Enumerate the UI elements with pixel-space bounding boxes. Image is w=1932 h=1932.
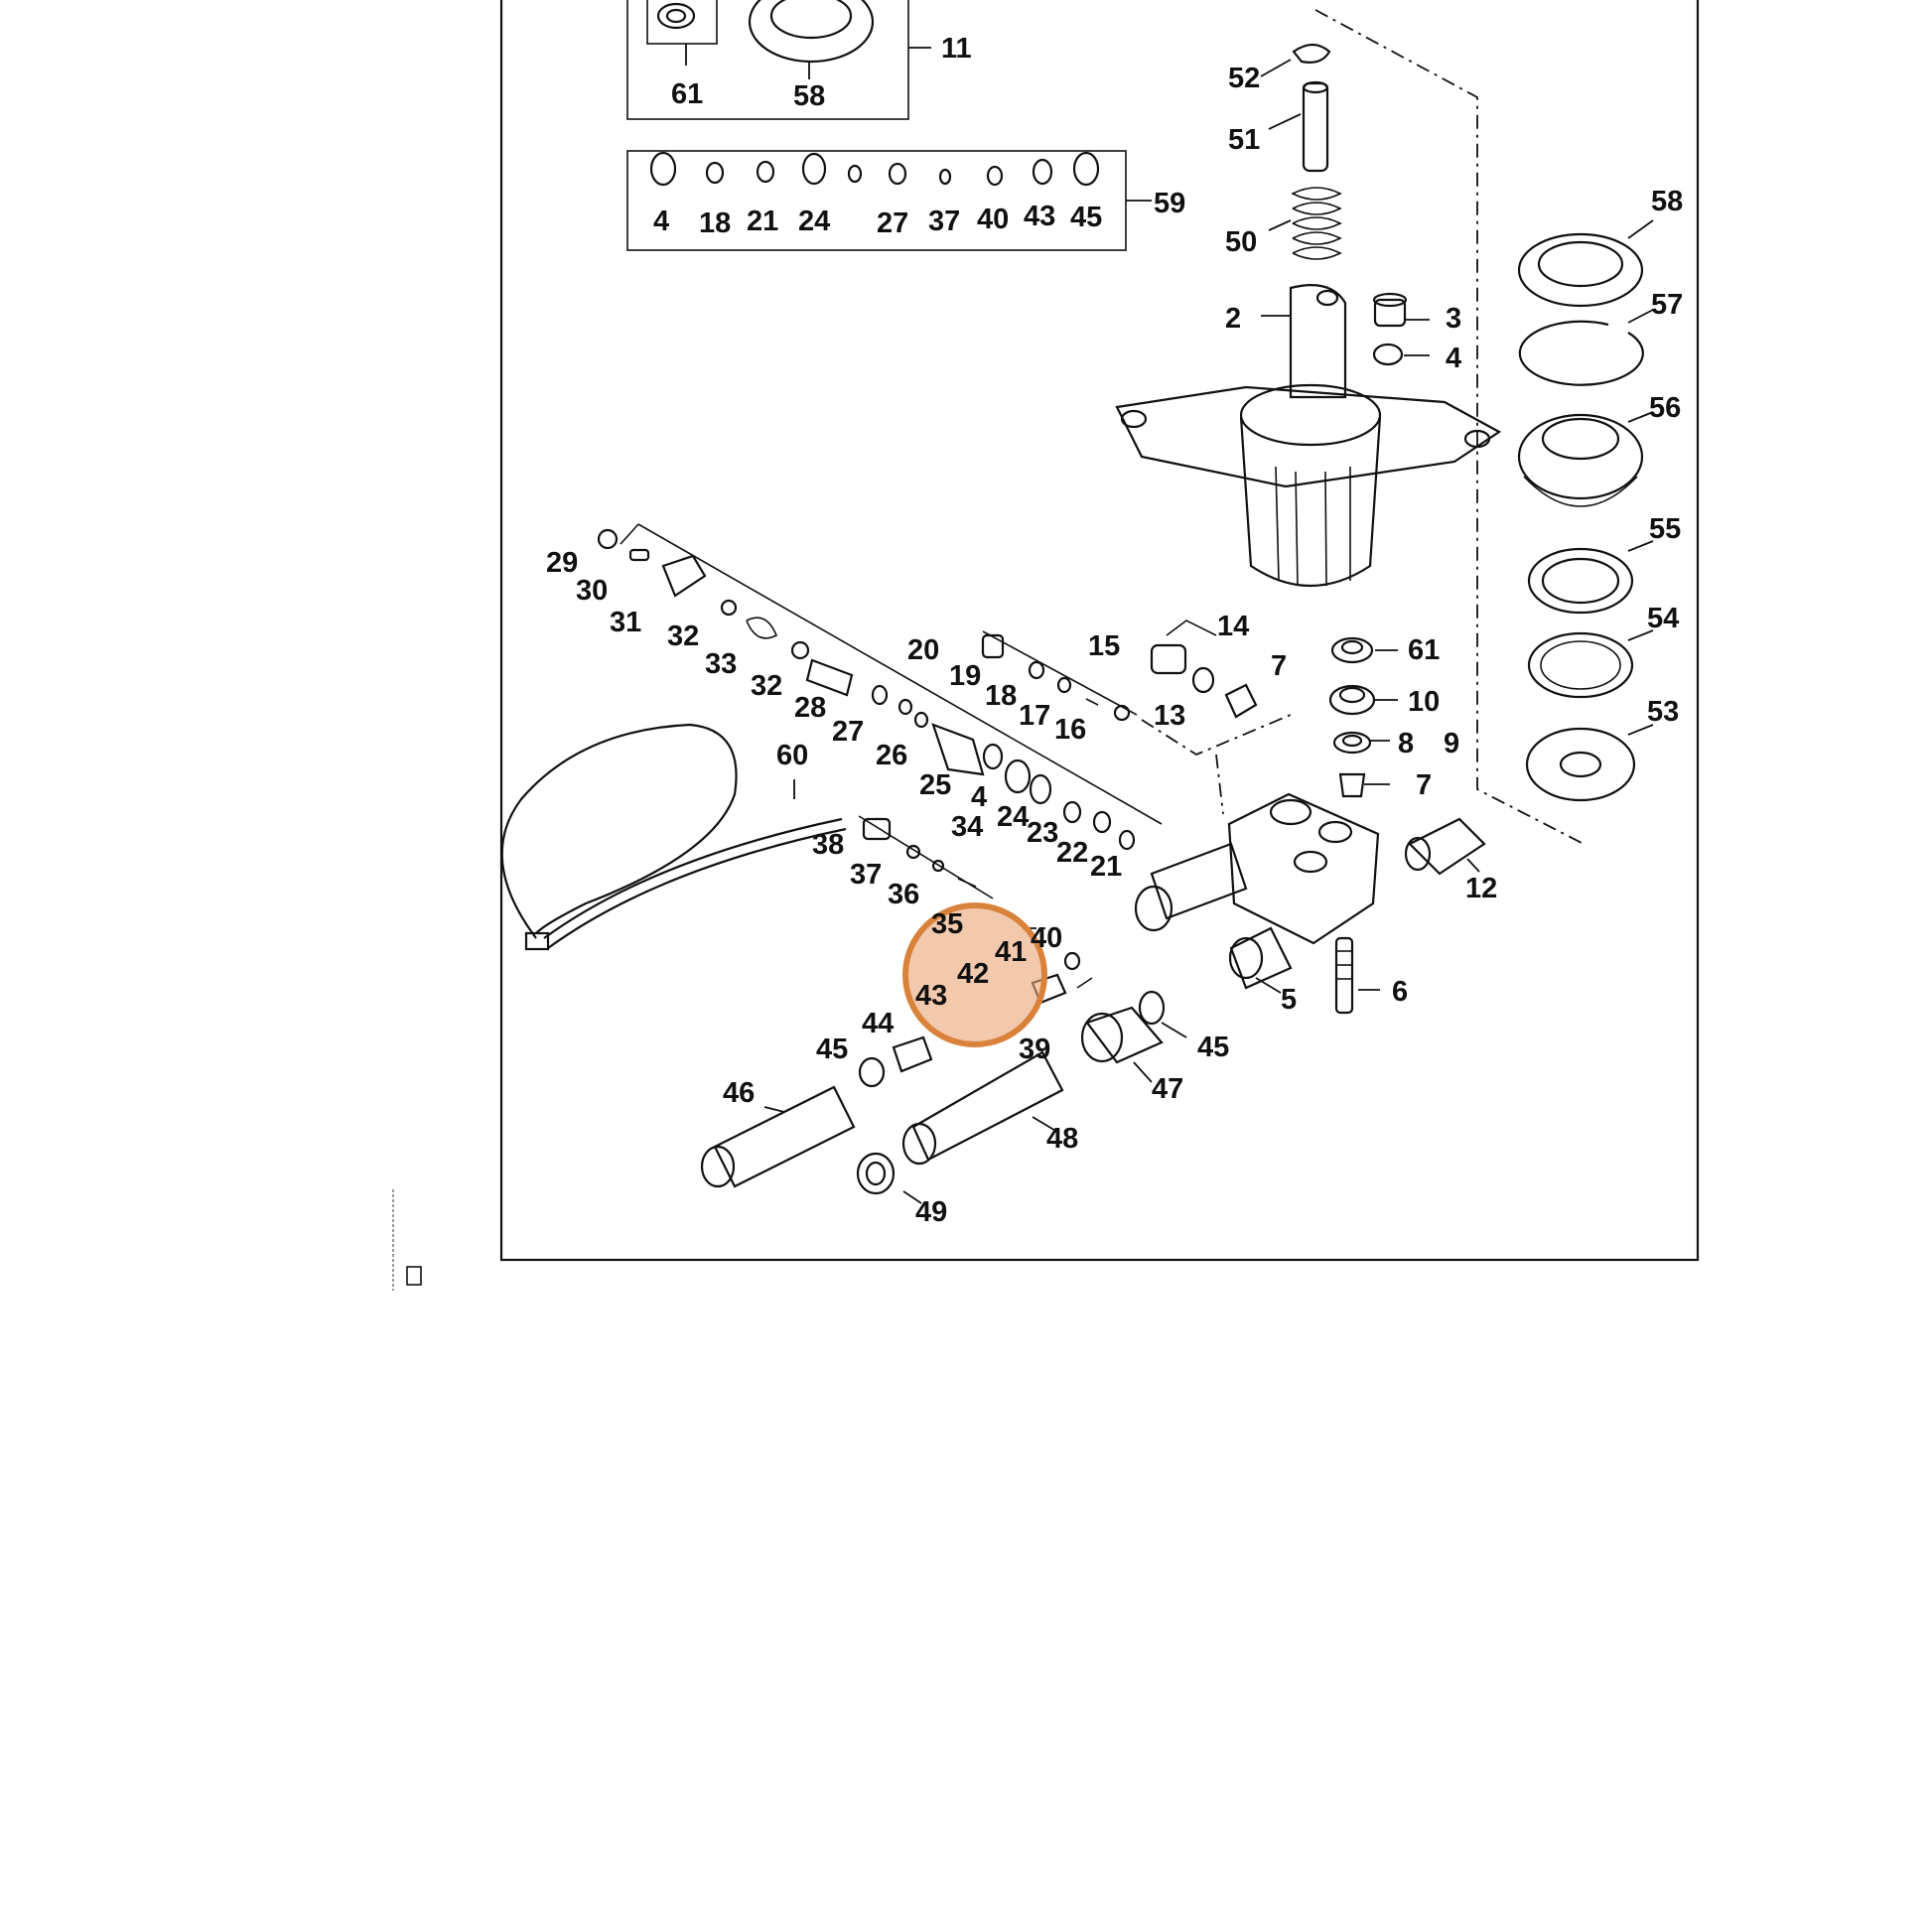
highlight-marker-part-42[interactable]	[902, 902, 1047, 1047]
kit-box-o-rings	[626, 150, 1152, 251]
callout-43: 43	[915, 980, 947, 1012]
callout-38: 38	[812, 829, 844, 861]
callout-54: 54	[1647, 603, 1679, 634]
callout-46: 46	[723, 1077, 755, 1109]
callout-8: 8	[1398, 728, 1414, 759]
callout-45: 45	[816, 1034, 848, 1065]
callout-43: 43	[1024, 201, 1055, 232]
callout-19: 19	[949, 660, 981, 692]
callout-61: 61	[671, 78, 703, 110]
callout-26: 26	[876, 740, 907, 771]
outlet-fitting-and-bolt	[1334, 817, 1486, 1015]
callout-32: 32	[751, 670, 782, 702]
unloader-valve-assembly	[597, 523, 1163, 851]
callout-labels: 11 61 58 4 18 21 24 27 37 40 43 45 59 52…	[546, 33, 1683, 1228]
callout-24: 24	[997, 801, 1029, 833]
kit-box-seals	[626, 0, 931, 120]
pump-housing	[1115, 284, 1502, 588]
callout-17: 17	[1019, 700, 1050, 732]
callout-23: 23	[1027, 817, 1058, 849]
callout-27: 27	[877, 207, 908, 239]
callout-56: 56	[1649, 392, 1681, 424]
callout-7: 7	[1271, 650, 1287, 682]
callout-5: 5	[1281, 984, 1297, 1016]
callout-31: 31	[610, 607, 641, 638]
callout-4: 4	[653, 206, 669, 237]
wand-connector-parts	[700, 990, 1166, 1195]
callout-51: 51	[1228, 124, 1260, 156]
callout-40: 40	[1031, 922, 1062, 954]
callout-3: 3	[1446, 303, 1461, 335]
callout-48: 48	[1046, 1123, 1078, 1155]
callout-11: 11	[941, 33, 972, 65]
callout-45: 45	[1197, 1032, 1229, 1063]
callout-36: 36	[888, 879, 919, 910]
callout-40: 40	[977, 204, 1009, 235]
callout-4: 4	[1446, 343, 1461, 374]
diagram-frame	[499, 0, 1700, 1262]
drawing-reference-stamp	[392, 1189, 422, 1291]
callout-18: 18	[985, 680, 1017, 712]
callout-10: 10	[1408, 686, 1440, 718]
callout-55: 55	[1649, 513, 1681, 545]
callout-9: 9	[1444, 728, 1459, 759]
callout-53: 53	[1647, 696, 1679, 728]
seal-retainer-stack	[1517, 232, 1644, 802]
callout-39: 39	[1019, 1034, 1050, 1065]
callout-25: 25	[919, 769, 951, 801]
callout-20: 20	[907, 634, 939, 666]
leader-lines	[763, 59, 1654, 1204]
callout-2: 2	[1225, 303, 1241, 335]
callout-47: 47	[1152, 1073, 1183, 1105]
callout-28: 28	[794, 692, 826, 724]
callout-4: 4	[971, 781, 987, 813]
callout-7: 7	[1416, 769, 1432, 801]
callout-18: 18	[699, 207, 731, 239]
callout-32: 32	[667, 621, 699, 652]
callout-59: 59	[1154, 188, 1185, 219]
callout-13: 13	[1154, 700, 1185, 732]
callout-57: 57	[1651, 289, 1683, 321]
callout-21: 21	[747, 206, 778, 237]
callout-22: 22	[1056, 837, 1088, 869]
manifold-head	[1134, 792, 1380, 990]
callout-61: 61	[1408, 634, 1440, 666]
plug-and-o-ring	[1372, 292, 1408, 366]
callout-33: 33	[705, 648, 737, 680]
callout-41: 41	[995, 936, 1027, 968]
callout-16: 16	[1054, 714, 1086, 746]
callout-34: 34	[951, 811, 983, 843]
callout-45: 45	[1070, 202, 1102, 233]
check-valve-group	[981, 630, 1138, 722]
callout-49: 49	[915, 1196, 947, 1228]
callout-27: 27	[832, 716, 864, 748]
callout-37: 37	[928, 206, 960, 237]
callout-14: 14	[1217, 611, 1249, 642]
callout-37: 37	[850, 859, 882, 891]
callout-21: 21	[1090, 851, 1122, 883]
callout-24: 24	[798, 206, 830, 237]
callout-44: 44	[862, 1008, 894, 1039]
callout-15: 15	[1088, 630, 1120, 662]
callout-58: 58	[793, 80, 825, 112]
callout-42: 42	[957, 958, 989, 990]
hose	[500, 723, 847, 951]
callout-60: 60	[776, 740, 808, 771]
callout-30: 30	[576, 575, 608, 607]
callout-6: 6	[1392, 976, 1408, 1008]
inlet-fitting-group	[1141, 620, 1292, 757]
callout-52: 52	[1228, 63, 1260, 94]
callout-29: 29	[546, 547, 578, 579]
callout-35: 35	[931, 908, 963, 940]
callout-12: 12	[1465, 873, 1497, 904]
callout-58: 58	[1651, 186, 1683, 217]
callout-50: 50	[1225, 226, 1257, 258]
relief-valve-stack	[1291, 9, 1585, 845]
seal-group-center	[1215, 636, 1376, 815]
